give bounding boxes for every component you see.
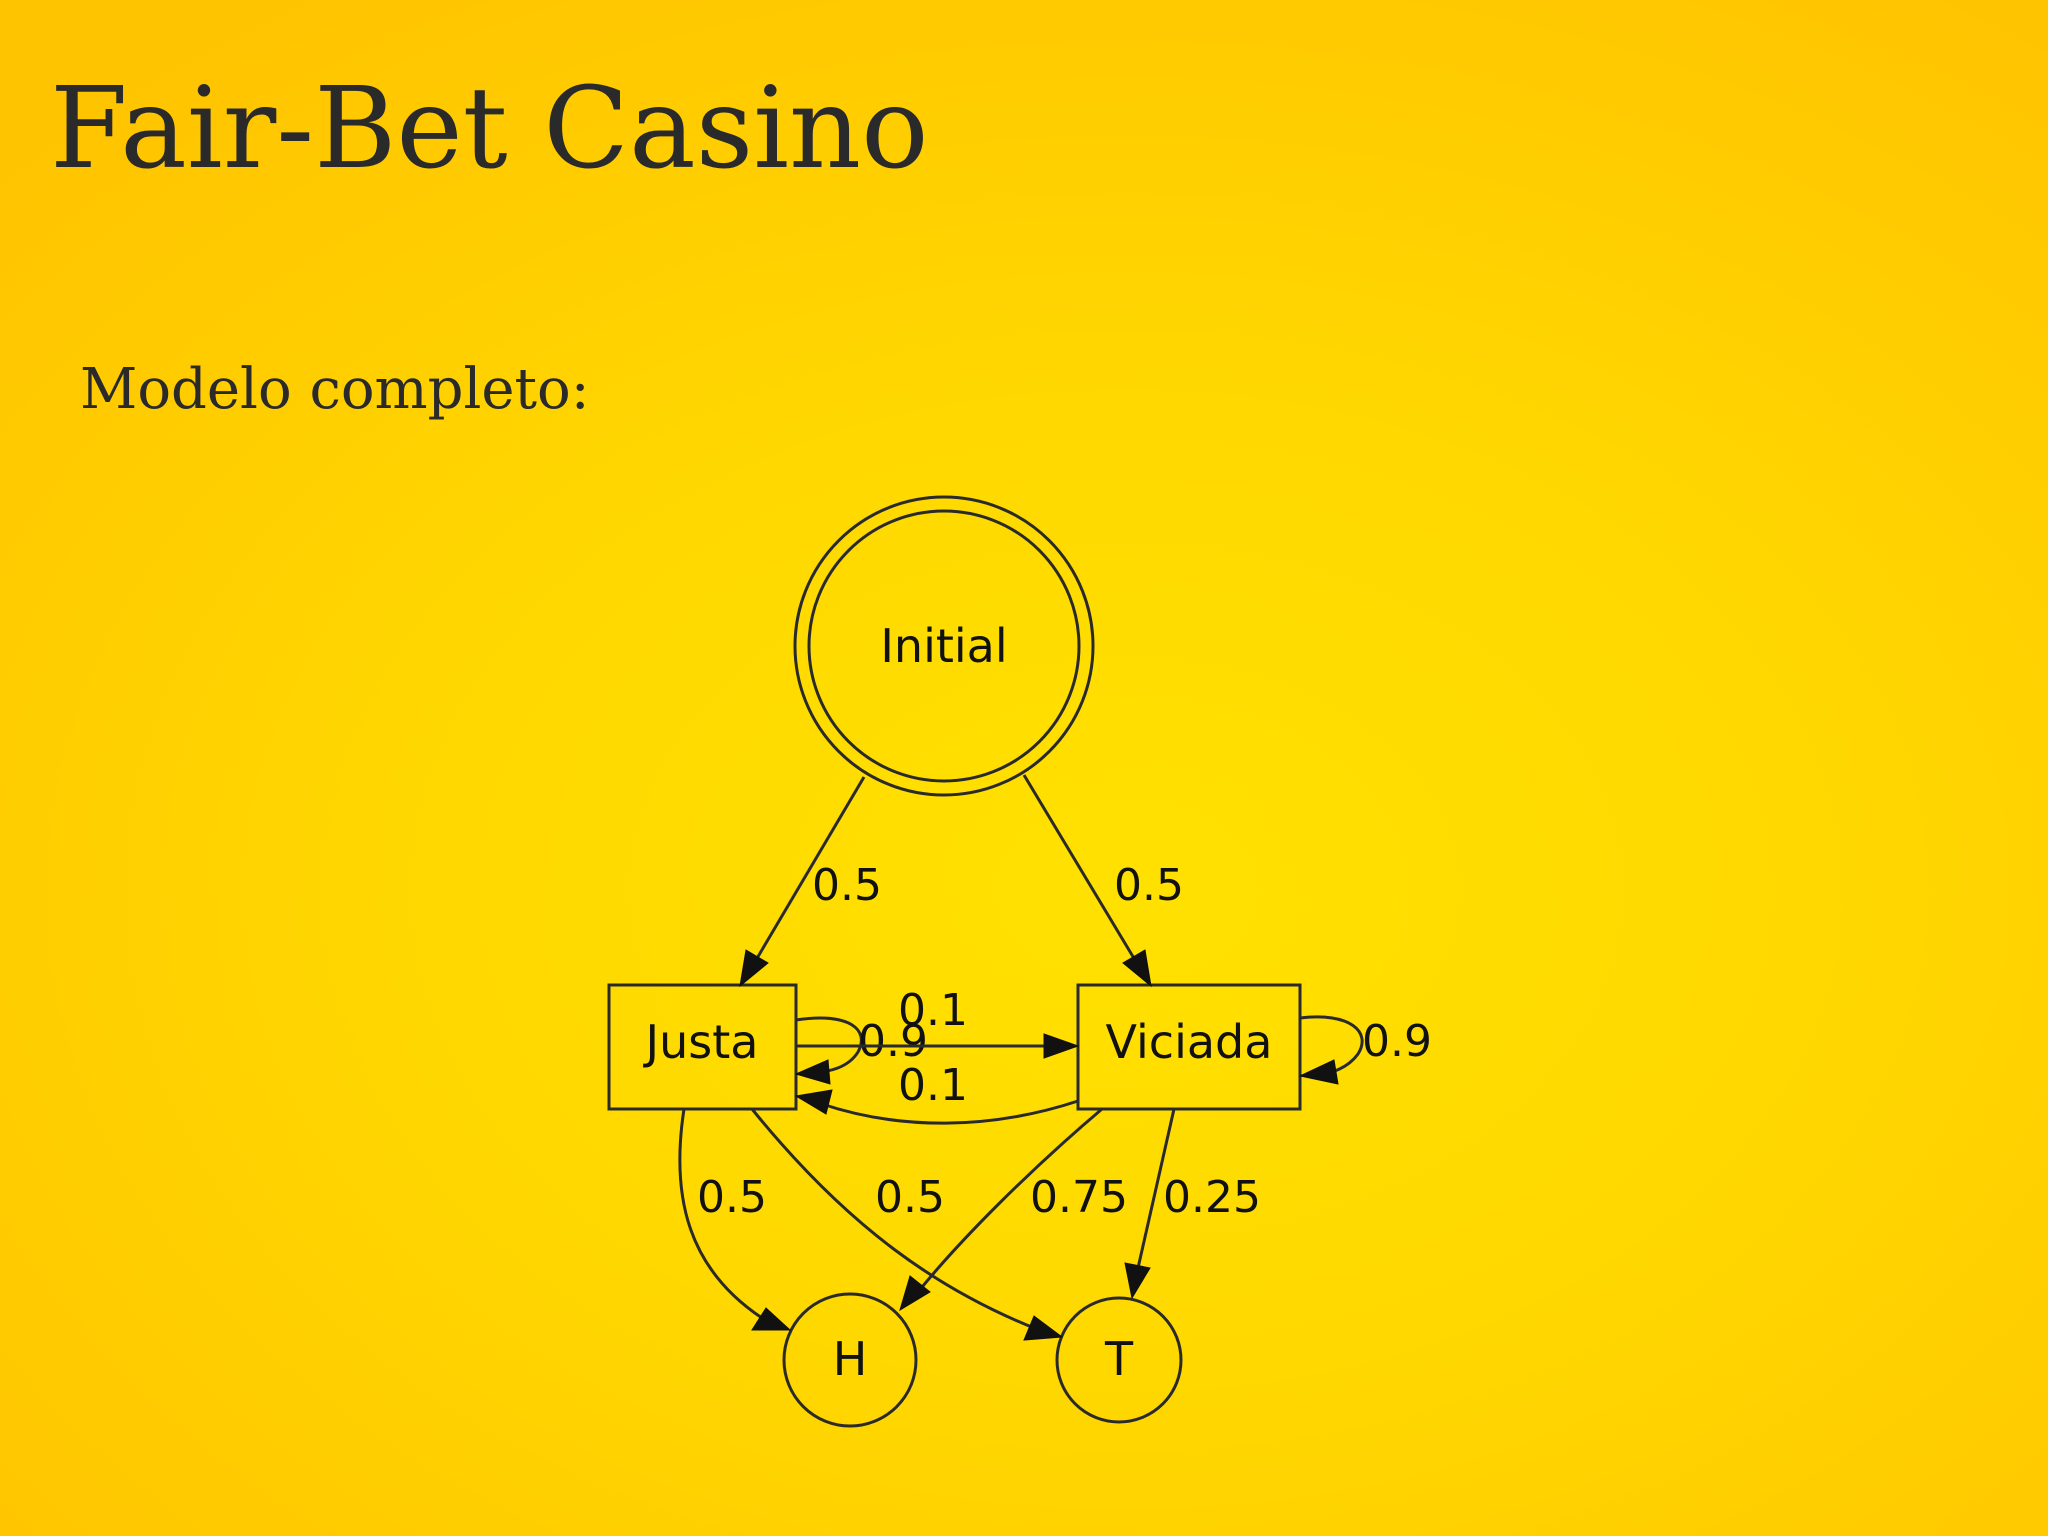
edge-justa-self: 0.9 [794, 1016, 928, 1085]
edge-justa-to-viciada: 0.1 [796, 985, 1080, 1059]
edge-justa-to-t: 0.5 [750, 1108, 1064, 1341]
edge-viciada-to-t-label: 0.25 [1163, 1172, 1261, 1223]
slide-title: Fair-Bet Casino [50, 64, 929, 194]
node-h: H [782, 1292, 918, 1428]
edge-viciada-to-justa: 0.1 [794, 1060, 1079, 1125]
node-h-label: H [833, 1332, 868, 1386]
edge-justa-to-t-label: 0.5 [875, 1172, 945, 1223]
edge-initial-to-justa: 0.5 [739, 776, 882, 988]
edge-justa-self-label: 0.9 [858, 1016, 928, 1067]
node-justa-label: Justa [643, 1015, 759, 1069]
edge-viciada-self: 0.9 [1298, 1015, 1432, 1085]
node-viciada: Viciada [1076, 983, 1302, 1111]
node-initial-label: Initial [880, 619, 1007, 673]
node-t-label: T [1104, 1332, 1134, 1386]
edge-viciada-to-t: 0.25 [1124, 1108, 1261, 1300]
edge-viciada-to-justa-label: 0.1 [898, 1060, 968, 1111]
edge-viciada-self-label: 0.9 [1362, 1016, 1432, 1067]
edge-justa-to-h: 0.5 [678, 1108, 792, 1331]
edge-justa-to-h-label: 0.5 [697, 1172, 767, 1223]
edge-viciada-to-h-label: 0.75 [1030, 1172, 1128, 1223]
node-justa: Justa [607, 983, 798, 1111]
edge-justa-to-viciada-label: 0.1 [898, 985, 968, 1036]
node-viciada-label: Viciada [1106, 1015, 1273, 1069]
edge-initial-to-viciada-label: 0.5 [1114, 860, 1184, 911]
node-initial: Initial [793, 495, 1095, 797]
slide-subtitle: Modelo completo: [80, 357, 590, 422]
edge-initial-to-viciada: 0.5 [1022, 774, 1184, 988]
node-t: T [1055, 1296, 1183, 1424]
edge-initial-to-justa-label: 0.5 [812, 860, 882, 911]
edge-viciada-to-h: 0.75 [899, 1107, 1128, 1312]
